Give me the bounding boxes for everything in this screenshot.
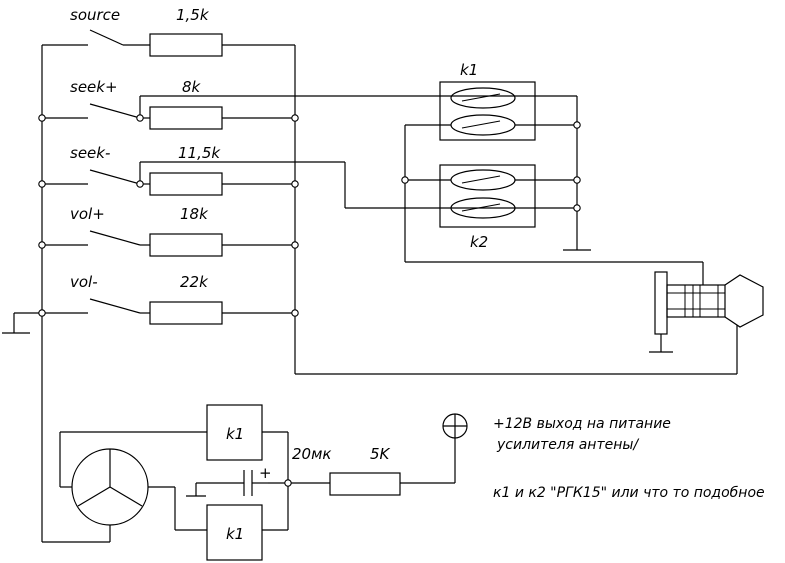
label-relay-k1: k1 <box>460 61 478 79</box>
relay-k1 <box>439 81 536 141</box>
label-seek-minus: seek- <box>70 144 110 162</box>
label-vol-plus: vol+ <box>70 205 105 223</box>
relay-k1-lower-b <box>206 504 263 561</box>
label-relay-k2: k2 <box>470 233 488 251</box>
resistor-vol-plus <box>149 233 223 257</box>
switch-row-vol-minus <box>42 298 295 325</box>
note-line-1: +12В выход на питание <box>493 416 671 432</box>
label-relay-lower-a: k1 <box>226 425 244 443</box>
capacitor <box>186 470 268 497</box>
relay-wiring <box>401 96 704 285</box>
note-line-2: усилителя антены/ <box>496 437 639 453</box>
lower-wiring <box>59 431 456 531</box>
switch-row-seek-plus <box>42 95 577 130</box>
label-resistor-vol-minus: 22k <box>180 273 209 291</box>
left-bus <box>41 45 111 543</box>
note-line-3: к1 и к2 "РГК15" или что то подобное <box>493 485 765 501</box>
switch-row-source <box>42 29 295 57</box>
resistor-seek-minus <box>149 172 223 196</box>
label-relay-lower-b: k1 <box>226 525 244 543</box>
right-bus <box>294 45 738 375</box>
connector-plug <box>649 271 764 353</box>
label-capacitor-plus: + <box>259 464 272 482</box>
label-source: source <box>70 6 120 24</box>
right-bus-nodes <box>291 114 299 317</box>
relay-k2 <box>439 164 536 228</box>
resistor-5k <box>329 472 401 496</box>
left-bus-nodes <box>38 114 144 317</box>
ground-left <box>2 312 42 334</box>
label-resistor-5k: 5K <box>370 445 391 463</box>
resistor-seek-plus <box>149 106 223 130</box>
output-terminal <box>442 413 468 439</box>
resistor-vol-minus <box>149 301 223 325</box>
label-resistor-seek-minus: 11,5k <box>178 144 221 162</box>
motor-symbol <box>71 448 149 526</box>
label-vol-minus: vol- <box>70 273 98 291</box>
switch-row-vol-plus <box>42 230 295 257</box>
label-resistor-vol-plus: 18k <box>180 205 209 223</box>
switch-row-seek-minus <box>42 161 577 209</box>
label-resistor-source: 1,5k <box>176 6 210 24</box>
label-seek-plus: seek+ <box>70 78 118 96</box>
relay-k1-lower <box>206 404 263 461</box>
label-capacitor: 20мк <box>292 445 331 463</box>
resistor-source <box>149 33 223 57</box>
label-resistor-seek-plus: 8k <box>182 78 202 96</box>
